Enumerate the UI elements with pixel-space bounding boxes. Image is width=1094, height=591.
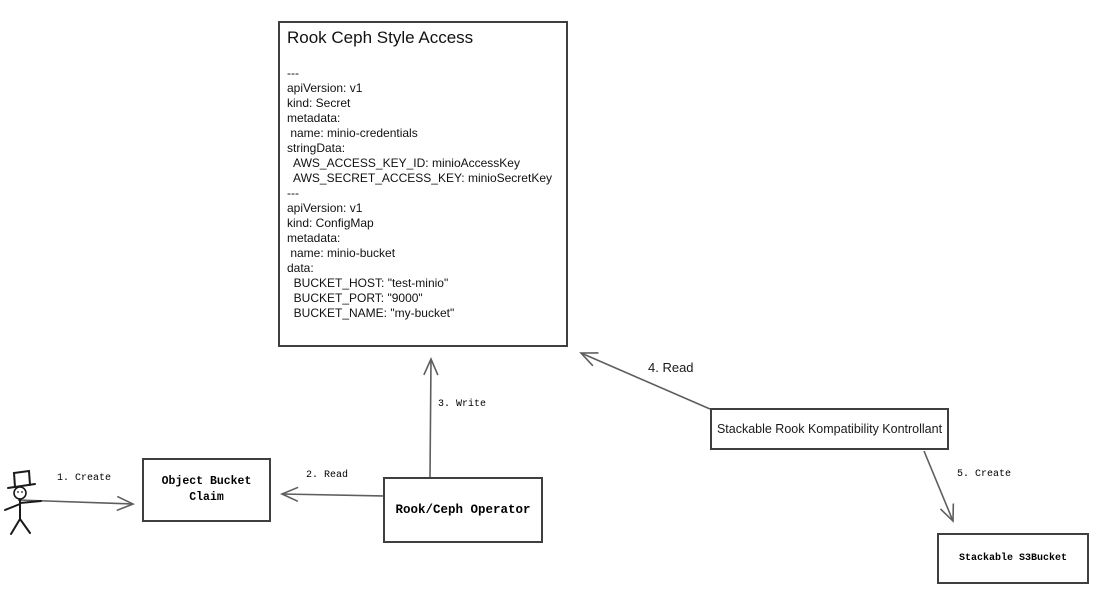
edge-label-2-read: 2. Read: [306, 470, 349, 481]
yaml-manifest-text: --- apiVersion: v1 kind: Secret metadata…: [287, 66, 552, 320]
edge-label-5-create: 5. Create: [957, 469, 1012, 480]
edge-label-4-read: 4. Read: [648, 360, 694, 375]
rook-ceph-operator-label: Rook/Ceph Operator: [395, 503, 531, 517]
object-bucket-claim-node: Object Bucket Claim: [142, 458, 271, 522]
stackable-rook-kompatibility-kontrollant-node: Stackable Rook Kompatibility Kontrollant: [710, 408, 949, 450]
read-arrow-2: [280, 486, 384, 503]
edge-label-3-write: 3. Write: [438, 399, 487, 410]
edge-label-1-create: 1. Create: [57, 473, 112, 484]
create-arrow-5: [923, 450, 955, 523]
user-stick-figure-icon: [4, 469, 42, 535]
kontrollant-label: Stackable Rook Kompatibility Kontrollant: [716, 422, 943, 436]
object-bucket-claim-label: Object Bucket Claim: [161, 475, 252, 504]
rook-ceph-operator-node: Rook/Ceph Operator: [383, 477, 543, 543]
rook-box-title: Rook Ceph Style Access: [287, 28, 474, 47]
rook-ceph-style-access-box: Rook Ceph Style Access --- apiVersion: v…: [278, 21, 568, 347]
write-arrow-3: [423, 357, 439, 478]
s3bucket-label: Stackable S3Bucket: [958, 553, 1068, 564]
stackable-s3bucket-node: Stackable S3Bucket: [937, 533, 1089, 584]
